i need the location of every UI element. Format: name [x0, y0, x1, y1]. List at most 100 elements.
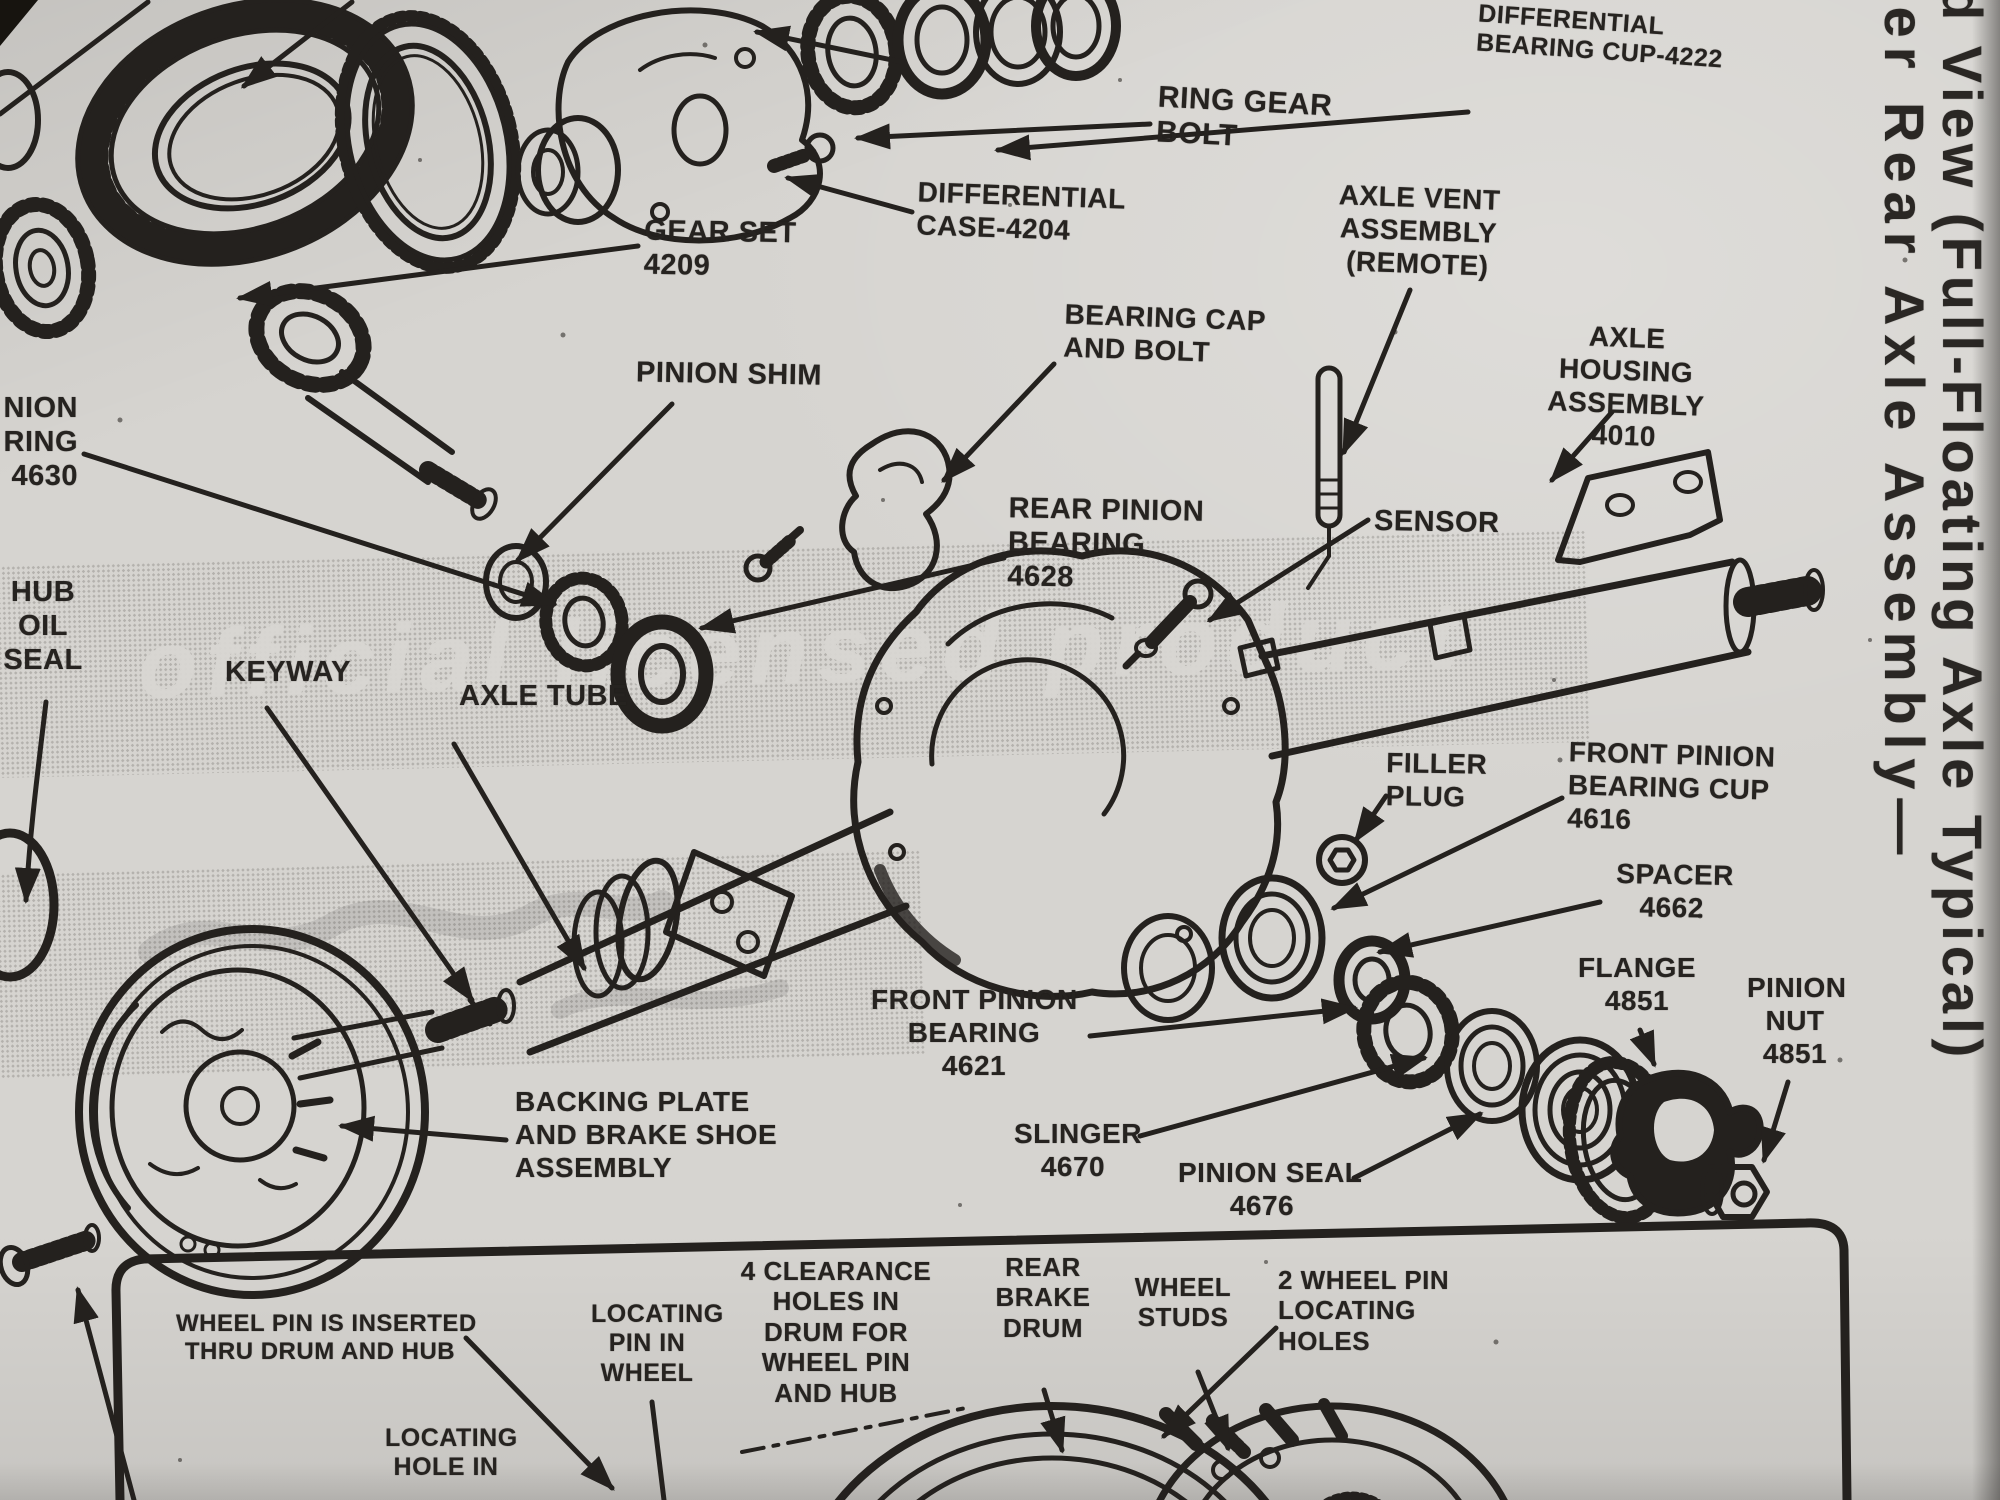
label-line: WHEEL [1134, 1272, 1232, 1302]
label-front-pinion-bearing: FRONT PINION BEARING 4621 [871, 984, 1077, 1082]
label-line: BACKING PLATE [515, 1086, 750, 1117]
label-keyway: KEYWAY [225, 656, 351, 690]
flange-drawing [1562, 1055, 1764, 1225]
label-line: ASSEMBLY [1339, 212, 1498, 249]
label-line: OIL [18, 609, 68, 642]
label-line: 4851 [1762, 1037, 1828, 1069]
front-pinion-bearing-cup-drawing [1218, 874, 1326, 1002]
label-line: GEAR SET [644, 214, 797, 250]
axle-vent-drawing [1306, 365, 1343, 590]
label-line: FRONT PINION [871, 984, 1078, 1015]
label-line: HUB [10, 576, 76, 608]
label-rear-brake-drum: REAR BRAKE DRUM [991, 1252, 1095, 1343]
label-line: BEARING [1007, 526, 1146, 561]
label-line: HOLES [1278, 1325, 1371, 1356]
differential-bearing-cups-drawing [892, 0, 1121, 100]
filler-plug-drawing [1316, 834, 1368, 886]
label-line: WHEEL [600, 1358, 694, 1387]
label-line: REAR [1005, 1252, 1081, 1282]
label-pinion-seal: PINION SEAL 4676 [1178, 1157, 1363, 1223]
label-line: BEARING CUP [1567, 769, 1770, 806]
label-filler-plug: FILLER PLUG [1385, 747, 1487, 814]
label-line: 4676 [1229, 1189, 1295, 1221]
label-line: LOCATING [1278, 1295, 1416, 1326]
label-flange: FLANGE 4851 [1574, 952, 1700, 1018]
wheel-stud-drawing [0, 1223, 101, 1288]
inset-panel-border [111, 1218, 1852, 1500]
label-axle-vent: AXLE VENT ASSEMBLY (REMOTE) [1329, 179, 1507, 283]
label-line: 4628 [1007, 560, 1075, 594]
label-ring-gear-bolt: RING GEAR BOLT [1155, 79, 1333, 158]
label-line: 4630 [11, 459, 78, 492]
pinion-nut-drawing [1700, 1164, 1770, 1220]
label-wheel-pin-inserted: WHEEL PIN IS INSERTED THRU DRUM AND HUB [176, 1310, 476, 1366]
brake-drum-assembly-drawing [0, 828, 445, 1299]
label-line: FILLER [1386, 747, 1488, 780]
label-line: AND HUB [774, 1377, 898, 1408]
label-line: 4851 [1604, 984, 1670, 1016]
label-line: AND BRAKE SHOE [515, 1118, 778, 1150]
label-axle-tube: AXLE TUBE [459, 680, 628, 714]
label-line: SEAL [3, 643, 83, 676]
axle-housing-drawing [850, 547, 1289, 1023]
left-axle-tube-drawing [425, 808, 910, 1056]
label-line: FRONT PINION [1568, 736, 1776, 773]
label-spacer: SPACER 4662 [1615, 858, 1735, 925]
label-line: RING [3, 425, 78, 458]
label-line: HOUSING [1558, 352, 1694, 389]
drive-pinion-drawing [248, 283, 498, 521]
label-line: 4010 [1591, 419, 1657, 453]
label-line: 4662 [1639, 891, 1705, 924]
label-line: PINION SEAL [1178, 1157, 1363, 1188]
label-line: LOCATING [385, 1424, 518, 1452]
ring-gear-bolt-drawing [767, 132, 836, 173]
label-pinion-bearing-4630: NION RING 4630 [0, 392, 78, 494]
label-wheel-pin-locating-holes: 2 WHEEL PIN LOCATING HOLES [1278, 1265, 1449, 1356]
label-line: THRU DRUM AND HUB [184, 1338, 456, 1366]
label-wheel-studs: WHEEL STUDS [1118, 1272, 1248, 1333]
label-line: PINION SHIM [635, 356, 823, 392]
label-line: 4616 [1566, 801, 1632, 835]
label-line: BRAKE [995, 1282, 1091, 1313]
label-line: DRUM FOR [763, 1316, 909, 1347]
leader-lines [0, 0, 1791, 1500]
inset-hub-drawing [1156, 1398, 1508, 1500]
label-line: ASSEMBLY [515, 1151, 673, 1183]
label-line: REAR PINION [1008, 492, 1205, 528]
label-locating-hole-in: LOCATING HOLE IN [385, 1424, 518, 1483]
small-pinion-gear-drawing [0, 69, 97, 340]
label-line: SENSOR [1373, 504, 1500, 540]
ring-gear-drawing [75, 0, 415, 267]
label-line: NUT [1765, 1004, 1825, 1036]
label-line: HOLES IN [772, 1286, 900, 1317]
label-line: STUDS [1137, 1302, 1229, 1333]
label-line: 2 WHEEL PIN [1278, 1265, 1450, 1295]
label-line: PLUG [1385, 779, 1466, 813]
label-backing-plate: BACKING PLATE AND BRAKE SHOE ASSEMBLY [515, 1086, 777, 1184]
label-line: AXLE [1588, 320, 1667, 355]
label-line: DRUM [1003, 1312, 1083, 1343]
page-caption-line2: d View (Full-Floating Axle Typical) [1931, 0, 1994, 1063]
label-differential-case: DIFFERENTIAL CASE-4204 [916, 176, 1126, 249]
label-rear-pinion-bearing: REAR PINION BEARING 4628 [1007, 492, 1204, 597]
label-line: 4670 [1040, 1150, 1106, 1182]
label-axle-housing: AXLE HOUSING ASSEMBLY 4010 [1546, 319, 1705, 455]
label-line: 4209 [643, 248, 711, 282]
label-line: WHEEL PIN [761, 1347, 911, 1378]
label-line: SPACER [1616, 858, 1735, 892]
ink-speckles [117, 42, 1908, 1462]
label-line: ASSEMBLY [1546, 384, 1705, 422]
label-line: (REMOTE) [1345, 245, 1490, 281]
label-line: AXLE TUBE [459, 680, 628, 712]
label-pinion-shim: PINION SHIM [635, 356, 823, 393]
page-caption-line1: ier Rear Axle Assembly— [1873, 0, 1936, 864]
label-sensor: SENSOR [1374, 505, 1500, 541]
label-line: NION [3, 392, 78, 424]
label-gear-set: GEAR SET 4209 [643, 215, 796, 285]
label-line: 4 CLEARANCE [740, 1256, 932, 1286]
differential-case-drawing [515, 7, 823, 244]
label-line: LOCATING [591, 1300, 724, 1328]
label-line: 4621 [941, 1049, 1007, 1081]
bearing-cap-drawing [743, 428, 953, 592]
